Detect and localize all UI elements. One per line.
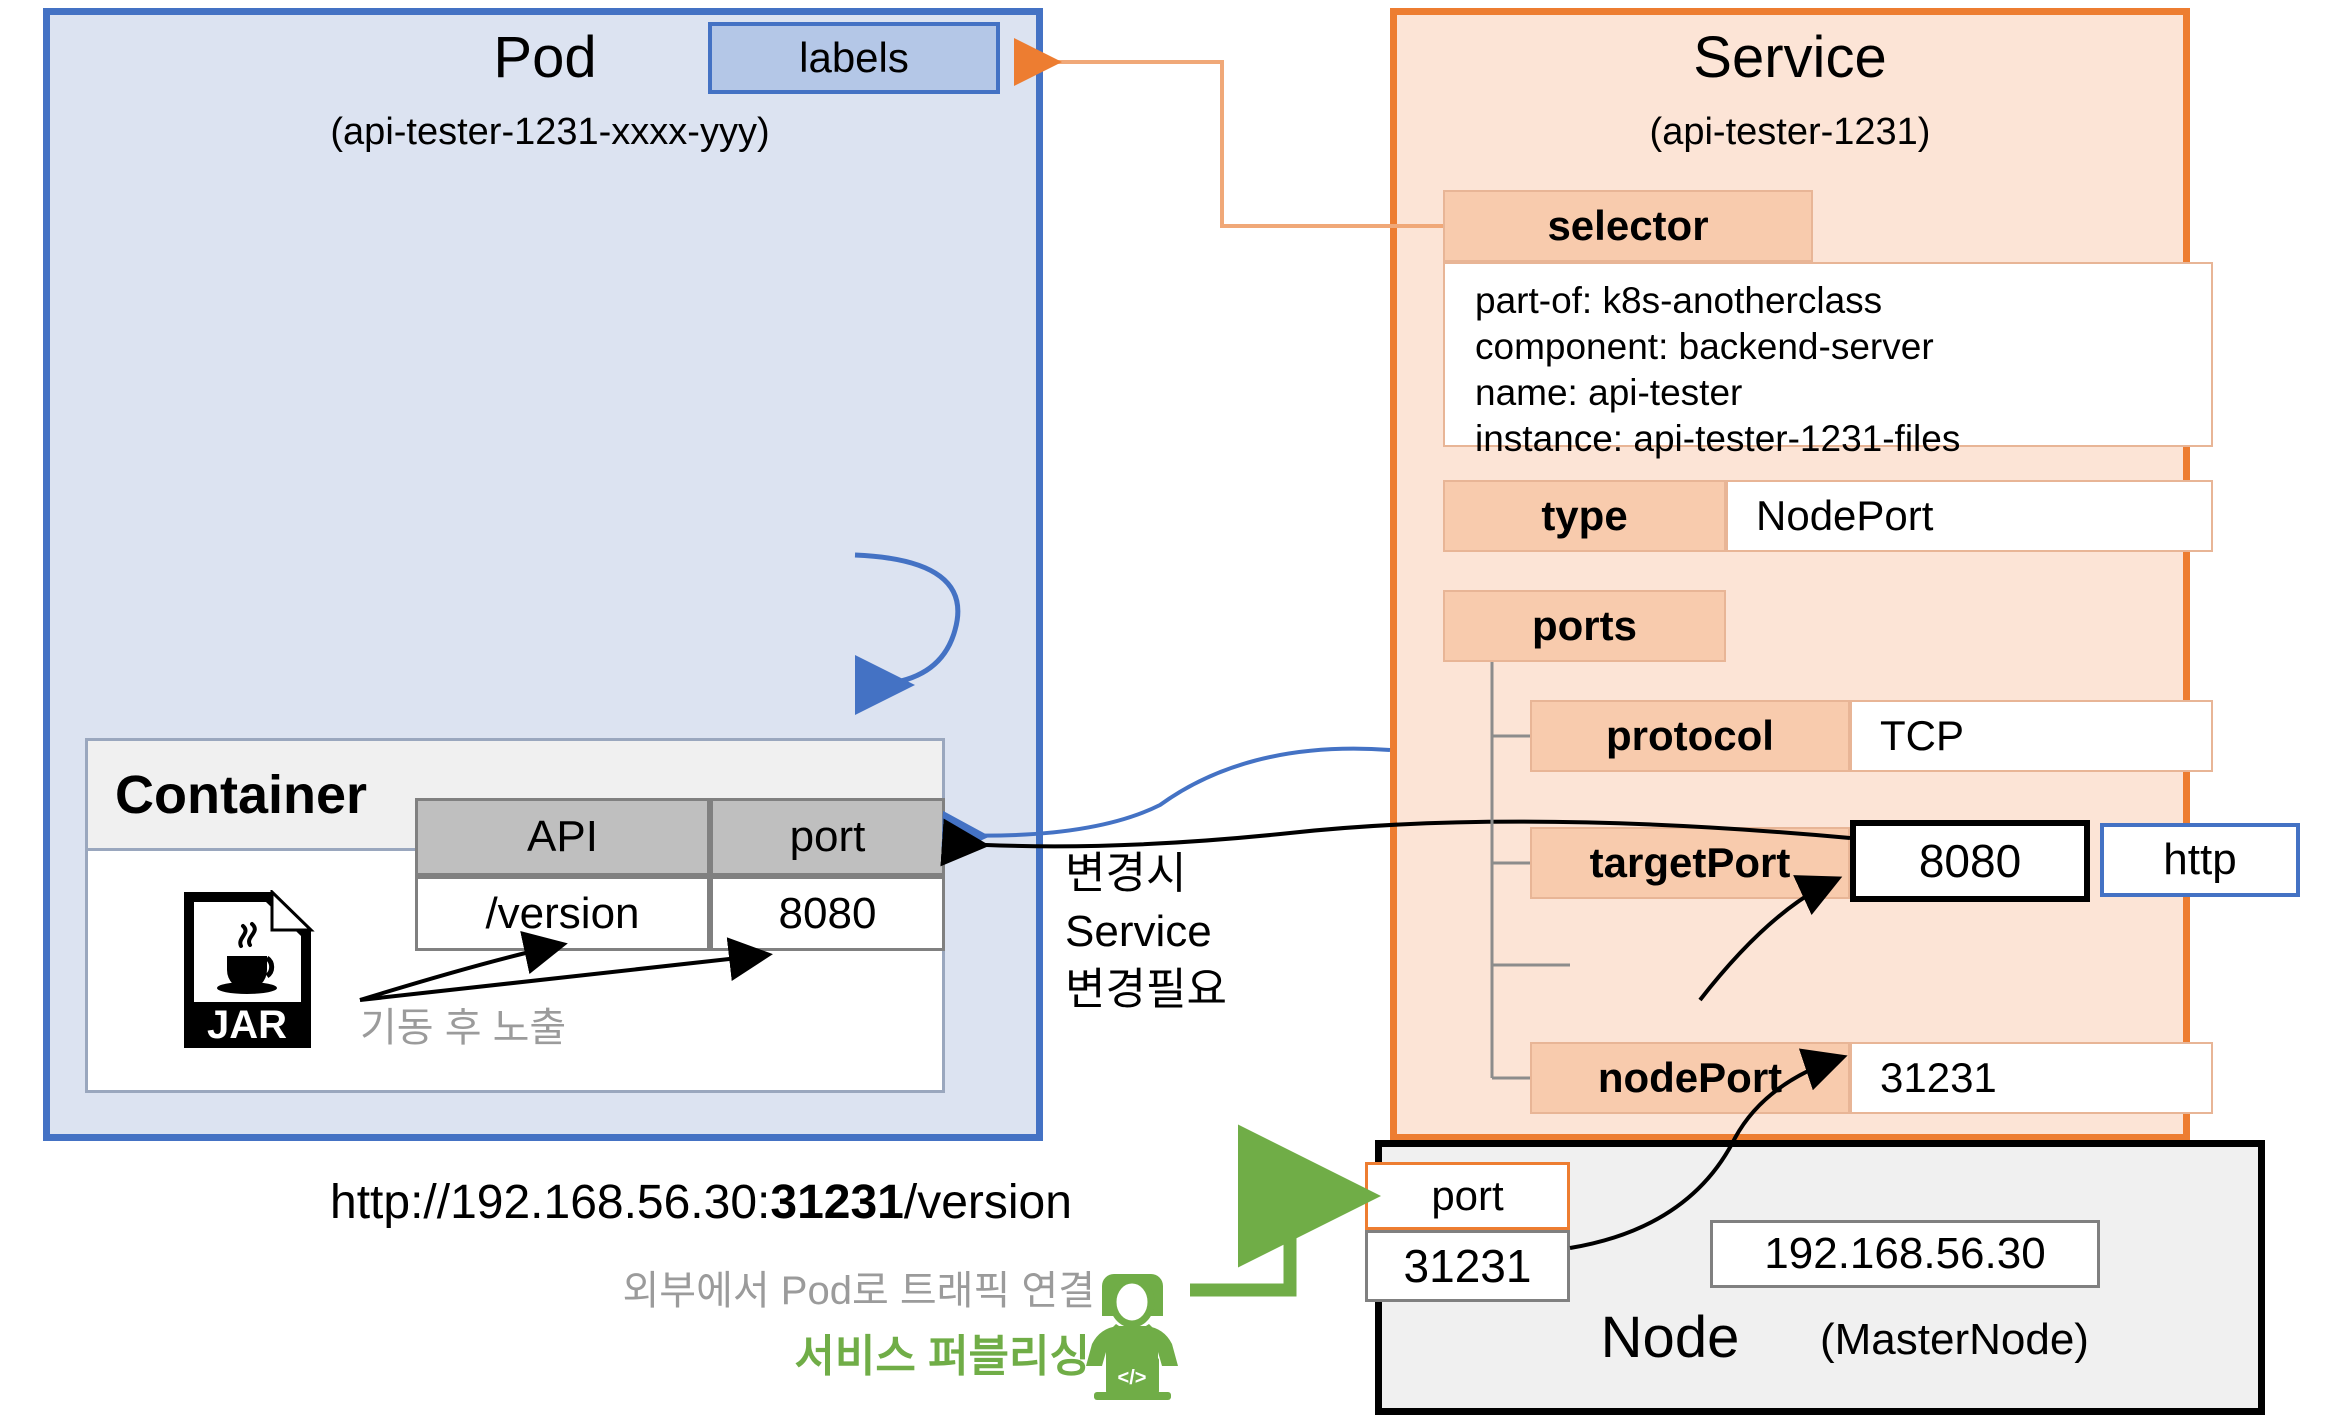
svg-text:</>: </>	[1118, 1367, 1147, 1389]
protocol-value: TCP	[1850, 700, 2213, 772]
api-port-table: API port /version 8080	[415, 798, 945, 951]
publish-green-arrow	[1190, 1124, 1381, 1297]
url-prefix: http://192.168.56.30:	[330, 1176, 771, 1229]
target-port-value: 8080	[1850, 820, 2090, 902]
jar-file-icon: JAR	[180, 888, 315, 1050]
change-note-line: 변경필요	[1065, 965, 1227, 1014]
table-header-api: API	[415, 798, 710, 876]
table-cell-api-value: /version	[415, 876, 710, 951]
node-subtitle: (MasterNode)	[1820, 1315, 2089, 1364]
protocol-label: protocol	[1530, 700, 1850, 772]
node-port-label: nodePort	[1530, 1042, 1850, 1114]
service-subtitle: (api-tester-1231)	[1649, 110, 1931, 153]
target-port-name: http	[2100, 823, 2300, 897]
service-url: http://192.168.56.30:31231/version	[330, 1175, 1210, 1235]
selector-entries: part-of: k8s-anotherclass component: bac…	[1443, 262, 2213, 459]
container-title: Container	[115, 765, 368, 825]
selector-entry: instance: api-tester-1231-files	[1475, 418, 1961, 459]
node-port-value: 31231	[1850, 1042, 2213, 1114]
traffic-note: 외부에서 Pod로 트래픽 연결	[622, 1269, 1095, 1313]
selector-entry: name: api-tester	[1475, 372, 1743, 413]
node-port-box-label: port	[1365, 1162, 1570, 1230]
selector-entry: part-of: k8s-anotherclass	[1475, 280, 1883, 321]
labels-selector-connector	[1014, 38, 1443, 228]
developer-icon: </>	[1080, 1272, 1185, 1402]
type-label: type	[1443, 480, 1726, 552]
table-header-port: port	[710, 798, 945, 876]
node-title: Node	[1600, 1305, 1740, 1370]
service-title: Service	[1693, 24, 1887, 90]
change-note-line: Service	[1065, 907, 1212, 956]
labels-box[interactable]: labels	[708, 22, 1000, 94]
type-value: NodePort	[1726, 480, 2213, 552]
url-port: 31231	[770, 1176, 904, 1229]
publish-note: 서비스 퍼블리싱	[794, 1332, 1090, 1381]
ports-label: ports	[1443, 590, 1726, 662]
service-panel	[1390, 8, 2190, 1141]
change-required-note: 변경시 Service 변경필요	[1065, 845, 1325, 1045]
node-port-box-value: 31231	[1365, 1230, 1570, 1302]
target-port-label: targetPort	[1530, 827, 1850, 899]
jar-icon-label: JAR	[207, 1003, 287, 1047]
selector-label: selector	[1443, 190, 1813, 262]
expose-note: 기동 후 노출	[360, 1006, 567, 1050]
node-ip-box: 192.168.56.30	[1710, 1220, 2100, 1288]
change-note-line: 변경시	[1065, 849, 1187, 898]
selector-entry: component: backend-server	[1475, 326, 1934, 367]
pod-title: Pod	[493, 24, 597, 90]
pod-subtitle: (api-tester-1231-xxxx-yyy)	[330, 110, 770, 153]
url-suffix: /version	[903, 1176, 1072, 1229]
table-cell-port-value: 8080	[710, 876, 945, 951]
